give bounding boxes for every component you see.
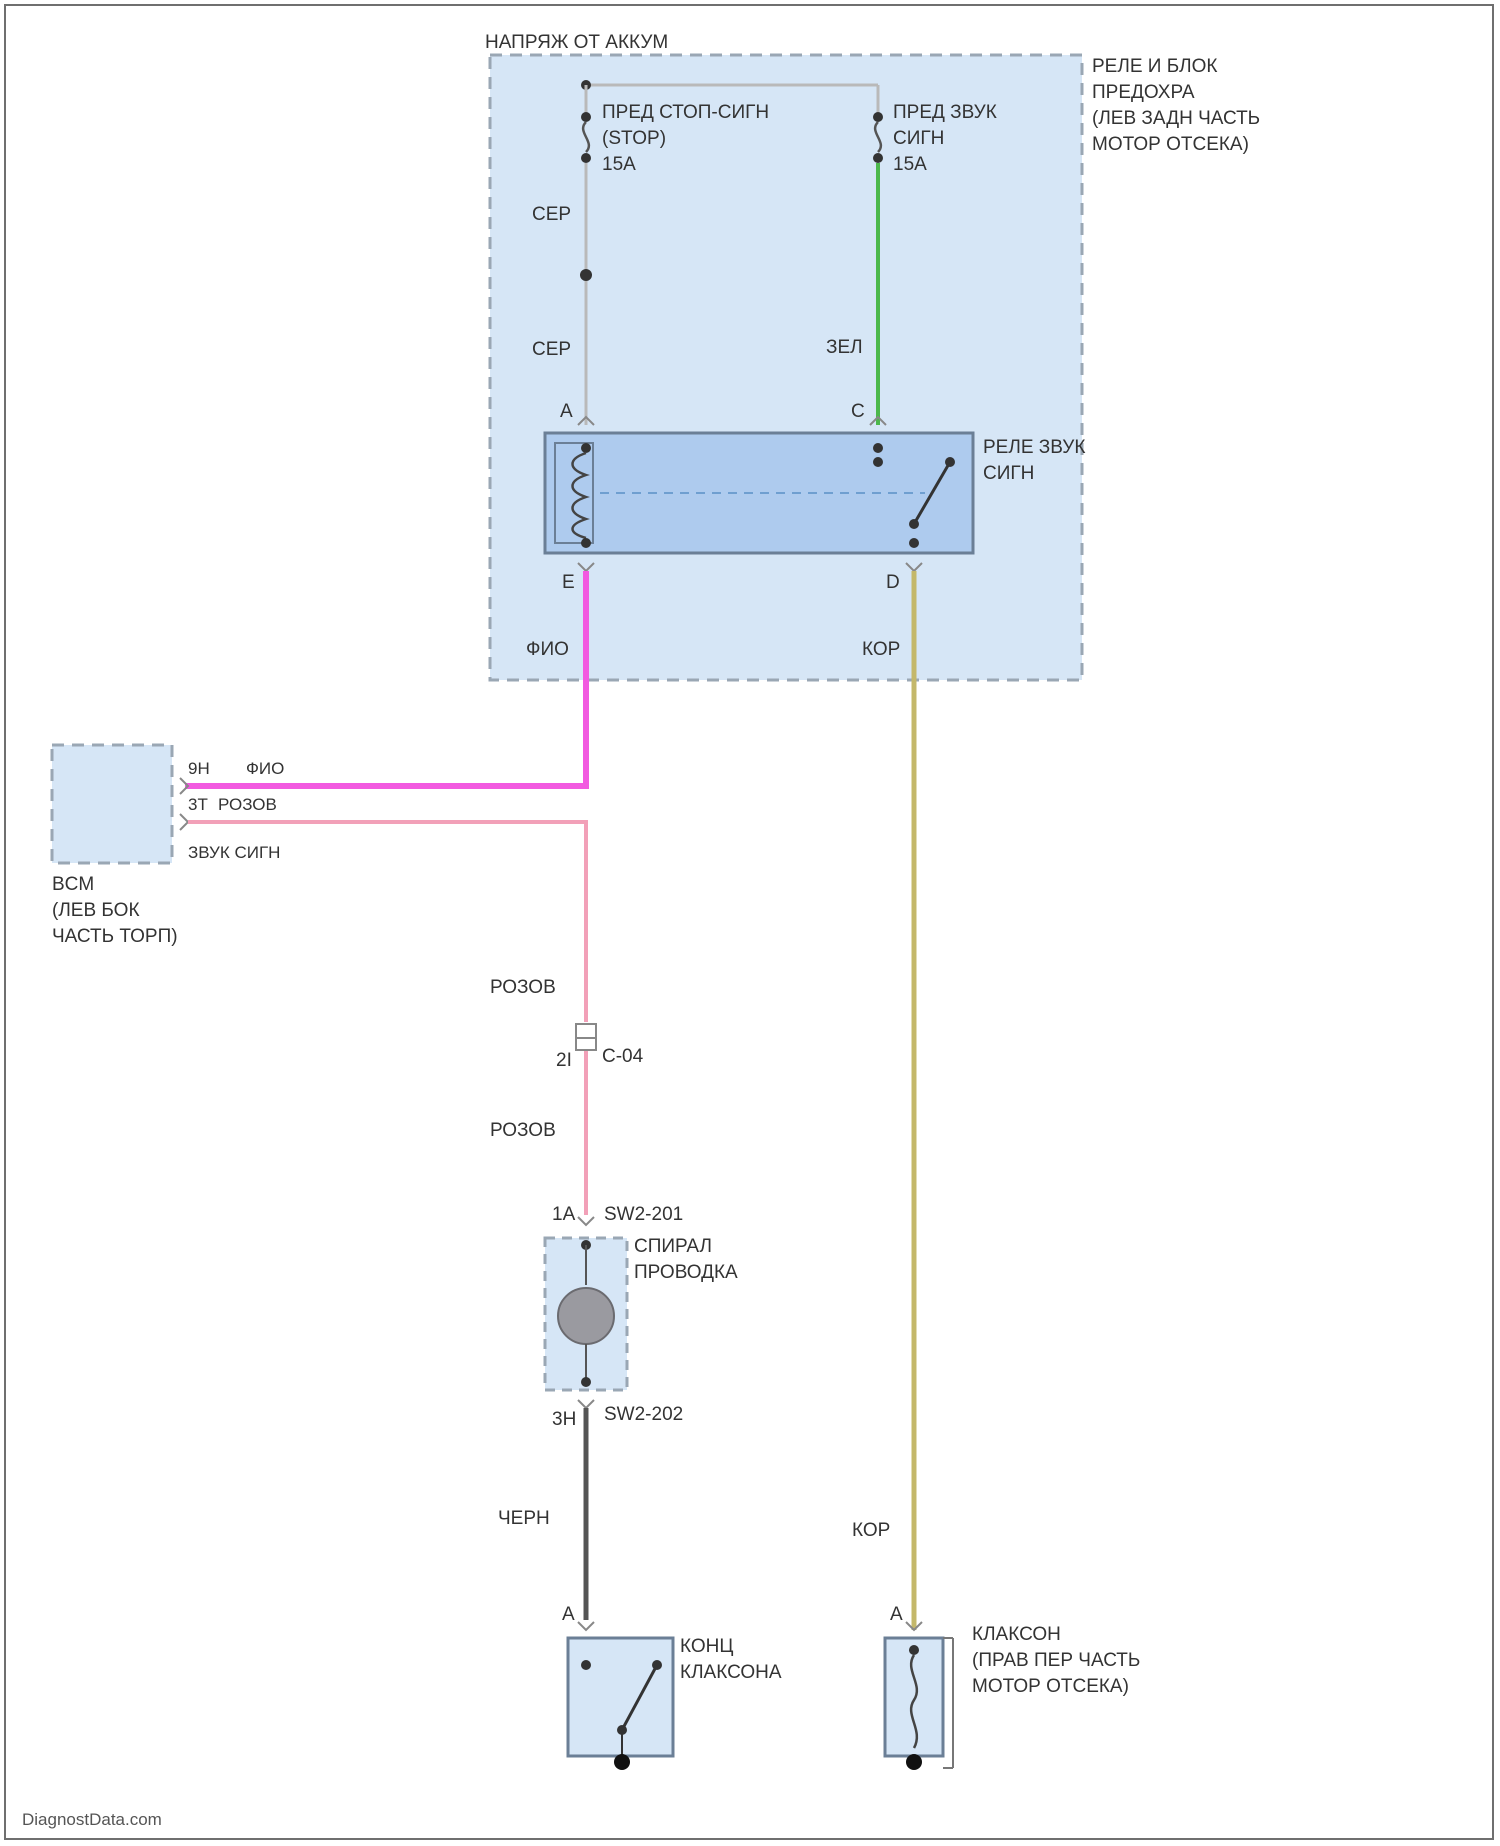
bcm-pin-3t: 3T: [188, 795, 208, 814]
bcm-pin-3t-mark: [180, 814, 188, 830]
fuse2-label-line2: СИГН: [893, 128, 944, 149]
wire-color-roz-2: РОЗОВ: [490, 1120, 556, 1141]
relay-pin-c: C: [851, 401, 865, 422]
supply-label: НАПРЯЖ ОТ АККУМ: [485, 32, 668, 53]
fuse2-label-line1: ПРЕД ЗВУК: [893, 102, 997, 123]
horn-switch-terminal-top: [581, 1660, 591, 1670]
block-label-line3: (ЛЕВ ЗАДН ЧАСТЬ: [1092, 108, 1260, 129]
wire-color-ser-1: СЕР: [532, 204, 571, 225]
clockspring-label-line2: ПРОВОДКА: [634, 1262, 738, 1283]
connector-name-c04: C-04: [602, 1046, 644, 1067]
fuse-relay-box-zone: [490, 55, 1082, 680]
block-label-line1: РЕЛЕ И БЛОК: [1092, 56, 1218, 77]
clockspring-pin-top-mark: [578, 1217, 594, 1225]
bcm-label-line2: (ЛЕВ БОК: [52, 900, 140, 921]
switch-label-line2: КЛАКСОНА: [680, 1662, 782, 1683]
switch-pin-a-mark: [578, 1622, 594, 1630]
connector-c04-top: [576, 1024, 596, 1038]
horn-ground: [906, 1754, 922, 1770]
horn-label-line3: МОТОР ОТСЕКА): [972, 1676, 1129, 1697]
horn-label-line2: (ПРАВ ПЕР ЧАСТЬ: [972, 1650, 1140, 1671]
clockspring-terminal-bot: [581, 1377, 591, 1387]
clockspring-symbol: [558, 1288, 614, 1344]
watermark: DiagnostData.com: [22, 1810, 162, 1829]
clockspring-label-line1: СПИРАЛ: [634, 1236, 712, 1257]
clockspring-connector-top: SW2-201: [604, 1204, 683, 1225]
wire-color-fio-block: ФИО: [526, 639, 569, 660]
fuse1-label-line3: 15A: [602, 154, 636, 175]
bcm-wire-fio: ФИО: [246, 759, 284, 778]
wire-color-ser-2: СЕР: [532, 339, 571, 360]
horn-label-line1: КЛАКСОН: [972, 1624, 1061, 1645]
switch-label-line1: КОНЦ: [680, 1636, 733, 1657]
bcm-label-line3: ЧАСТЬ ТОРП): [52, 926, 178, 947]
connector-pin-2i: 2I: [556, 1050, 572, 1071]
block-label-line2: ПРЕДОХРА: [1092, 82, 1195, 103]
clockspring-pin-3h: 3H: [552, 1409, 576, 1430]
clockspring-pin-1a: 1A: [552, 1204, 576, 1225]
bcm-label-line1: BCM: [52, 874, 94, 895]
bcm-signal-name: ЗВУК СИГН: [188, 843, 280, 862]
bcm-pin-9h: 9H: [188, 759, 210, 778]
fuse2-label-line3: 15A: [893, 154, 927, 175]
relay-contact-c: [873, 457, 883, 467]
fuse2-terminal-bot: [873, 153, 883, 163]
clockspring-pin-bot-mark: [578, 1400, 594, 1408]
relay-contact-c-top: [873, 443, 883, 453]
bcm-module: [52, 745, 172, 863]
relay-coil-terminal-bot: [581, 538, 591, 548]
fuse1-terminal-top: [581, 112, 591, 122]
wire-color-kor-2: КОР: [852, 1520, 890, 1541]
relay-coil-terminal-top: [581, 443, 591, 453]
bcm-pin-9h-mark: [180, 778, 188, 794]
horn-switch-ground: [614, 1754, 630, 1770]
horn-switch: [568, 1638, 673, 1756]
fuse2-terminal-top: [873, 112, 883, 122]
relay-pin-a: A: [560, 401, 573, 422]
relay-pin-d: D: [886, 572, 900, 593]
splice-node: [580, 269, 592, 281]
horn-terminal-top: [909, 1645, 919, 1655]
wire-color-roz-1: РОЗОВ: [490, 977, 556, 998]
wire-color-kor-block: КОР: [862, 639, 900, 660]
clockspring-connector-bot: SW2-202: [604, 1404, 683, 1425]
wire-color-zel: ЗЕЛ: [826, 337, 863, 358]
switch-pin-a: A: [562, 1604, 575, 1625]
fuse1-terminal-bot: [581, 153, 591, 163]
bcm-wire-roz: РОЗОВ: [218, 795, 277, 814]
block-label-line4: МОТОР ОТСЕКА): [1092, 134, 1249, 155]
fuse1-label-line2: (STOP): [602, 128, 666, 149]
wire-color-chern: ЧЕРН: [498, 1508, 550, 1529]
relay-label-line2: СИГН: [983, 463, 1034, 484]
relay-pin-e: E: [562, 572, 575, 593]
relay-contact-d: [909, 538, 919, 548]
connector-c04-bottom: [576, 1038, 596, 1050]
horn-pin-a: A: [890, 1604, 903, 1625]
relay-label-line1: РЕЛЕ ЗВУК: [983, 437, 1085, 458]
relay-contact-nc: [945, 457, 955, 467]
relay-switch-pivot: [909, 519, 919, 529]
fuse1-label-line1: ПРЕД СТОП-СИГН: [602, 102, 769, 123]
